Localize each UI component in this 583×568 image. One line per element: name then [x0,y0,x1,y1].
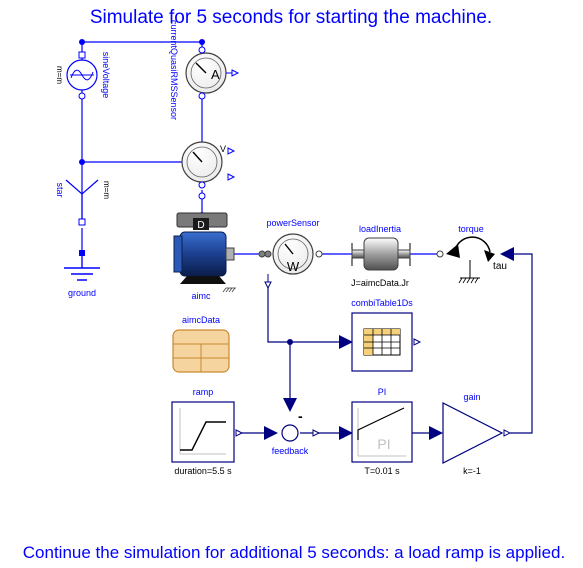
feedback-block[interactable]: - feedback [272,408,321,456]
pi-param: T=0.01 s [364,466,400,476]
ramp-source[interactable]: ramp duration=5.5 s [171,387,244,476]
signal-arrowheads [264,247,514,440]
aimc-data-record[interactable]: aimcData [172,315,230,373]
aimc-label: aimc [191,291,211,301]
current-sensor-label: currentQuasiRMSSensor [169,20,179,120]
star-point[interactable]: star m=m [55,179,111,226]
pi-controller[interactable]: PI PI T=0.01 s [351,387,413,476]
power-sensor-label: powerSensor [266,218,319,228]
pi-label: PI [378,387,387,397]
torque-flange [436,250,444,258]
load-inertia-label: loadInertia [359,224,401,234]
wire-junctions [79,39,205,218]
combi-table[interactable]: combiTable1Ds [351,298,422,372]
sine-voltage-param: m=m [55,66,64,84]
gain-block[interactable]: gain k=-1 [442,392,512,476]
current-sensor-symbol: A [211,67,220,82]
current-sensor[interactable]: A currentQuasiRMSSensor [169,20,240,120]
power-sensor[interactable]: W powerSensor [264,218,323,290]
sine-voltage-label: sineVoltage [101,52,111,99]
signal-junction [287,339,293,345]
star-param: m=m [102,181,111,199]
aimc-symbol: D [197,220,204,231]
torque-source[interactable]: torque tau [446,224,507,284]
voltage-sensor-symbol: V [220,144,226,154]
ramp-label: ramp [193,387,214,397]
footer-text: Continue the simulation for additional 5… [23,543,565,562]
power-sensor-symbol: W [287,259,300,274]
star-label: star [55,182,65,197]
sine-voltage-source[interactable]: sineVoltage m=m [55,51,111,100]
pi-symbol: PI [377,436,390,452]
gain-param: k=-1 [463,466,481,476]
voltage-sensor[interactable]: V [181,141,236,200]
ground-label: ground [68,288,96,298]
combi-table-label: combiTable1Ds [351,298,413,308]
ramp-param: duration=5.5 s [174,466,232,476]
load-inertia[interactable]: loadInertia J=aimcData.Jr [351,224,411,288]
aimc-motor[interactable]: D aimc [173,212,266,301]
aimc-data-label: aimcData [182,315,220,325]
feedback-sign: - [298,408,303,424]
electrical-wires [81,41,440,268]
ground[interactable]: ground [64,250,100,298]
load-inertia-param: J=aimcData.Jr [351,278,409,288]
torque-label: torque [458,224,484,234]
header-text: Simulate for 5 seconds for starting the … [90,7,492,28]
feedback-label: feedback [272,446,309,456]
torque-param: tau [493,261,507,272]
gain-label: gain [463,392,480,402]
